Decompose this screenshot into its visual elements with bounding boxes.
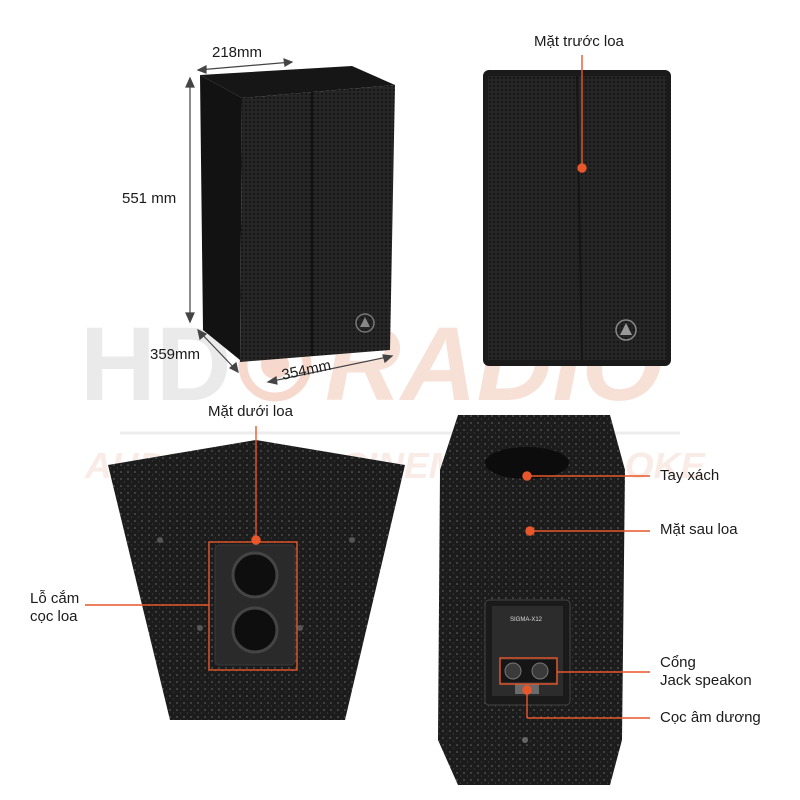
front-label: Mặt trước loa [534, 33, 624, 50]
height-label: 551 mm [122, 190, 177, 207]
width-label: 218mm [212, 44, 263, 61]
depth-label: 359mm [150, 346, 201, 363]
speakon-label-2: Jack speakon [660, 672, 752, 689]
bottom-label: Mặt dưới loa [208, 403, 293, 420]
stand-socket-label-1: Lỗ cắm [30, 590, 80, 607]
handle-recess [485, 447, 569, 479]
bottom-width-dimension-line [267, 355, 393, 383]
depth-dimension-line [197, 329, 239, 373]
terminals-label: Cọc âm dương [660, 709, 761, 726]
width-dimension-line [197, 61, 293, 71]
rear-label: Mặt sau loa [660, 521, 738, 538]
speaker-rear-view: SIGMA-X12 [438, 415, 625, 785]
rear-plate-model: SIGMA-X12 [510, 617, 543, 623]
speaker-angled-view [200, 66, 395, 362]
handle-label: Tay xách [660, 467, 720, 484]
speakon-label-1: Cổng [660, 654, 696, 671]
speaker-front-view [483, 70, 671, 366]
speaker-bottom-view [108, 440, 405, 720]
stand-socket-label-2: cọc loa [30, 608, 78, 625]
